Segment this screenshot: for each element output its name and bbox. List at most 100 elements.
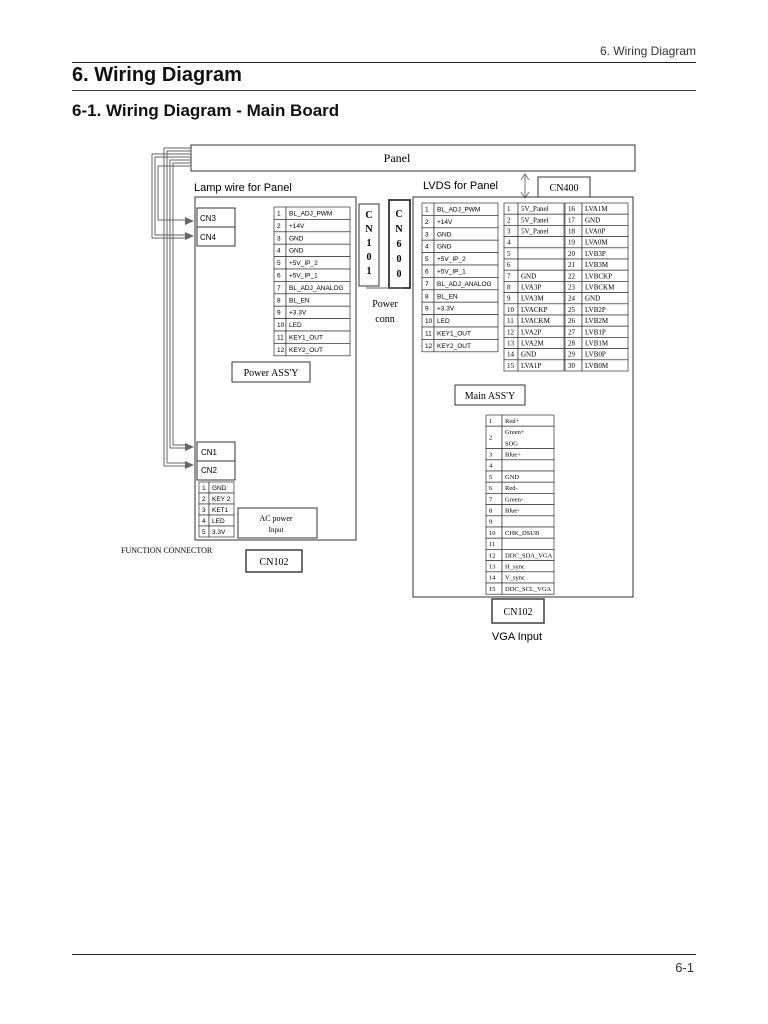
pin-number: 3	[202, 507, 206, 514]
ac-power-label: AC power	[259, 514, 292, 523]
pin-signal: +5V_IP_2	[437, 256, 466, 263]
pin-number: 15	[507, 362, 515, 370]
panel-label: Panel	[384, 151, 411, 165]
pin-number: 11	[489, 541, 495, 548]
pin-number: 8	[489, 507, 492, 514]
main-assy-label: Main ASS'Y	[465, 391, 515, 402]
pin-number: 8	[507, 283, 511, 291]
pin-signal: KEY 2	[212, 496, 231, 503]
page-title: 6. Wiring Diagram	[72, 64, 242, 86]
pin-signal: +14V	[437, 219, 453, 226]
pin-row: 22 LVBCKP	[564, 269, 629, 282]
pin-signal: LVB2P	[585, 306, 606, 314]
pin-signal: LED	[212, 518, 225, 525]
pin-signal: LVA1M	[585, 205, 608, 213]
pin-number: 2	[507, 216, 511, 224]
pin-row: 5 +5V_IP_2	[421, 252, 499, 266]
pin-number: 14	[489, 575, 496, 582]
pin-number: 1	[507, 205, 511, 213]
pin-signal: LVA1P	[521, 362, 541, 370]
pin-number: 23	[568, 283, 576, 291]
connector-letter: C	[395, 209, 402, 220]
pin-number: 2	[277, 223, 281, 230]
panel-box	[190, 144, 636, 172]
pin-signal: 5V_Panel	[521, 227, 549, 235]
pin-number: 11	[425, 330, 432, 337]
pin-signal: KEY2_OUT	[289, 347, 323, 354]
pin-number: 21	[568, 261, 576, 269]
pin-number: 10	[489, 530, 496, 537]
pin-row: 9+3.3V	[421, 301, 499, 315]
pin-number: 5	[425, 256, 429, 263]
pin-signal: +5V_IP_1	[289, 272, 318, 279]
power-board	[194, 196, 357, 541]
main-assy-box	[454, 384, 526, 406]
pin-row: 6+5V_IP_1	[421, 264, 499, 278]
power-conn-label-1: Power	[372, 299, 398, 310]
pin-number: 15	[489, 586, 496, 593]
pin-number: 5	[202, 529, 206, 536]
pin-signal: LVBCKP	[585, 272, 612, 280]
pin-number: 1	[277, 210, 281, 217]
pin-signal: LVB3P	[585, 250, 606, 258]
pin-signal: 5V_Panel	[521, 216, 549, 224]
pin-signal-cell	[517, 236, 565, 249]
pin-number: 9	[489, 519, 492, 526]
pin-row: 6	[503, 258, 565, 271]
pin-row: 10 CHK_DSUB	[485, 526, 555, 539]
cn4-label: CN4	[200, 233, 217, 242]
pin-number: 4	[277, 248, 281, 255]
cn101-box	[358, 203, 380, 287]
title-rule	[72, 90, 696, 91]
pin-signal: KEY1_OUT	[289, 334, 323, 341]
pin-number: 4	[202, 518, 206, 525]
pin-number: 5	[507, 250, 511, 258]
pin-signal: BL_ADJ_PWM	[289, 210, 332, 217]
pin-signal: LVA2P	[521, 328, 541, 336]
pin-signal: CHK_DSUB	[505, 530, 540, 537]
pin-signal: BL_ADJ_ANALOG	[437, 281, 492, 288]
pin-signal: LVB1M	[585, 339, 609, 347]
pin-number: 22	[568, 272, 576, 280]
pin-signal-cell	[517, 359, 565, 372]
connector-letter: 1	[367, 266, 372, 277]
pin-number: 26	[568, 317, 576, 325]
pin-number: 8	[425, 293, 429, 300]
pin-row: 9	[485, 515, 555, 528]
cn102-power-box	[245, 549, 303, 573]
pin-signal: GND	[505, 474, 519, 481]
pin-number: 30	[568, 362, 576, 370]
pin-signal: Blue+	[505, 451, 521, 458]
header-rule	[72, 62, 696, 63]
pin-signal: LVA3P	[521, 283, 541, 291]
pin-signal: Red-	[505, 485, 518, 492]
pin-signal-cell	[208, 525, 235, 538]
pin-row: 2 5V_Panel	[503, 213, 565, 226]
pin-row: 4	[503, 236, 565, 249]
pin-number: 11	[507, 317, 514, 325]
